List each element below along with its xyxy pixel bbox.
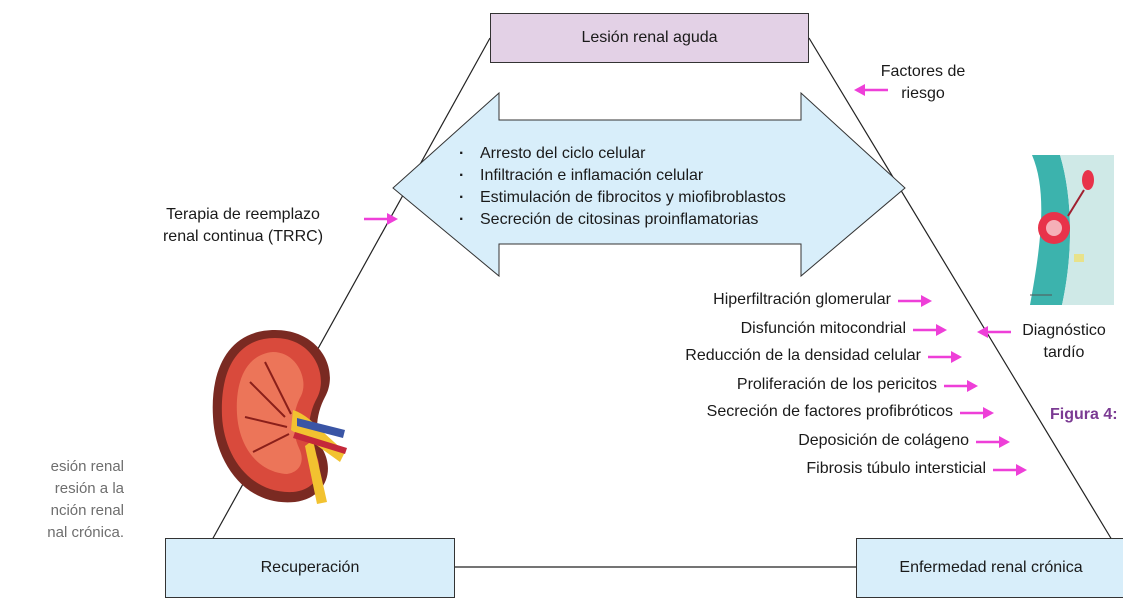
mechanism-list: Arresto del ciclo celular Infiltración e…: [456, 143, 786, 231]
edge-right: [808, 37, 1113, 541]
ckd-label: Enfermedad renal crónica: [899, 559, 1083, 576]
late-diagnosis-line-2: tardío: [1043, 344, 1085, 361]
kidney-icon: [212, 330, 347, 504]
acute-kidney-injury-label: Lesión renal aguda: [581, 29, 718, 46]
acute-kidney-injury-box: Lesión renal aguda: [490, 13, 809, 63]
mechanism-item: Secreción de citosinas proinflamatorias: [456, 209, 786, 231]
arrow-right-icon: [913, 324, 947, 336]
figure-caption-line: nción renal: [50, 502, 124, 519]
progression-factor-item: Secreción de factores profibróticos: [706, 403, 953, 420]
trrc-label: Terapia de reemplazo renal continua (TRR…: [128, 204, 358, 248]
late-diagnosis-line-1: Diagnóstico: [1022, 322, 1106, 339]
mechanism-item: Arresto del ciclo celular: [456, 143, 786, 165]
arrow-left-icon: [854, 84, 888, 96]
mechanism-item: Estimulación de fibrocitos y miofibrobla…: [456, 187, 786, 209]
risk-factors-line-1: Factores de: [880, 63, 966, 80]
arrow-right-icon: [960, 407, 994, 419]
arrow-right-icon: [976, 436, 1010, 448]
arrow-right-icon: [993, 464, 1027, 476]
figure-caption: esión renal resión a la nción renal nal …: [0, 456, 124, 544]
progression-factor-item: Proliferación de los pericitos: [736, 376, 937, 393]
arrow-right-icon: [928, 351, 962, 363]
progression-factor-item: Fibrosis túbulo intersticial: [806, 460, 986, 477]
figure-caption-line: esión renal: [50, 458, 124, 475]
trrc-line-1: Terapia de reemplazo: [166, 206, 320, 223]
progression-factor-item: Disfunción mitocondrial: [740, 320, 906, 337]
progression-factor-item: Reducción de la densidad celular: [685, 347, 921, 364]
trrc-line-2: renal continua (TRRC): [162, 228, 324, 245]
figure-caption-line: nal crónica.: [47, 524, 124, 541]
figure-caption-line: resión a la: [54, 480, 124, 497]
risk-factors-line-2: riesgo: [901, 85, 945, 102]
mechanism-item: Infiltración e inflamación celular: [456, 165, 786, 187]
late-diagnosis-label: Diagnóstico tardío: [1005, 320, 1123, 364]
arrow-right-icon: [944, 380, 978, 392]
ckd-box: Enfermedad renal crónica: [856, 538, 1123, 598]
risk-factors-label: Factores de riesgo: [868, 61, 978, 105]
arrow-right-icon: [364, 213, 398, 225]
recovery-label: Recuperación: [260, 559, 360, 576]
recovery-box: Recuperación: [165, 538, 455, 598]
cell-icon: [1022, 150, 1117, 310]
figure-title: Figura 4:: [1050, 406, 1118, 423]
arrow-right-icon: [898, 295, 932, 307]
arrow-left-icon: [977, 326, 1011, 338]
progression-factor-item: Hiperfiltración glomerular: [713, 291, 891, 308]
progression-factor-item: Deposición de colágeno: [798, 432, 969, 449]
